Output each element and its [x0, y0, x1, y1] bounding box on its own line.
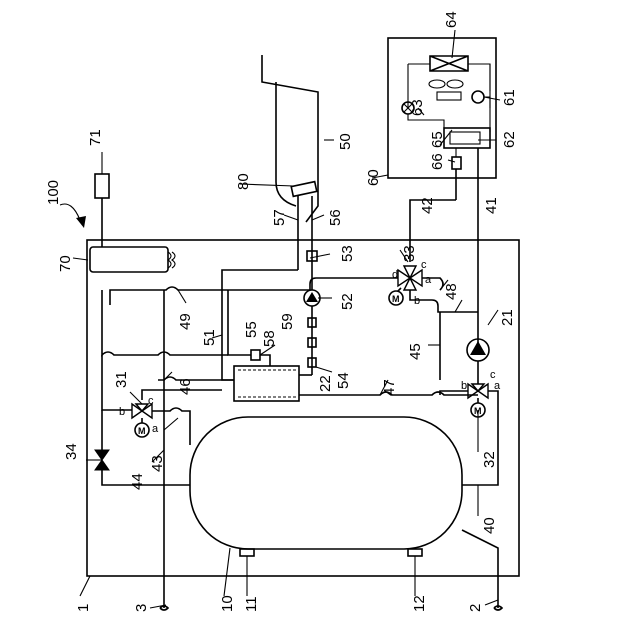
svg-text:21: 21 — [499, 309, 516, 326]
svg-text:51: 51 — [201, 329, 218, 346]
svg-text:45: 45 — [407, 343, 424, 360]
svg-text:80: 80 — [235, 173, 252, 190]
svg-text:c: c — [148, 395, 154, 407]
heat-exchanger-22 — [234, 366, 299, 401]
remote-71 — [95, 174, 109, 198]
svg-text:63: 63 — [409, 99, 426, 116]
svg-text:62: 62 — [501, 131, 518, 148]
svg-text:b: b — [414, 295, 420, 307]
svg-text:58: 58 — [261, 330, 278, 347]
svg-text:33: 33 — [401, 245, 418, 262]
svg-text:41: 41 — [483, 197, 500, 214]
svg-text:52: 52 — [339, 293, 356, 310]
svg-text:55: 55 — [243, 321, 260, 338]
svg-text:70: 70 — [57, 255, 74, 272]
svg-text:54: 54 — [335, 372, 352, 389]
svg-text:a: a — [494, 380, 501, 392]
sensor-66 — [452, 157, 461, 169]
svg-text:53: 53 — [339, 245, 356, 262]
svg-text:47: 47 — [381, 379, 398, 396]
svg-text:100: 100 — [45, 180, 62, 205]
svg-text:2: 2 — [467, 604, 484, 612]
svg-text:b: b — [119, 406, 125, 418]
svg-text:50: 50 — [337, 133, 354, 150]
tank-10 — [190, 417, 462, 549]
svg-text:59: 59 — [279, 313, 296, 330]
svg-text:49: 49 — [177, 313, 194, 330]
tank-foot-12 — [408, 549, 422, 556]
svg-text:32: 32 — [481, 451, 498, 468]
svg-text:46: 46 — [177, 378, 194, 395]
svg-text:3: 3 — [133, 604, 150, 612]
svg-text:48: 48 — [443, 283, 460, 300]
svg-text:66: 66 — [429, 153, 446, 170]
svg-text:c: c — [421, 259, 427, 271]
svg-text:64: 64 — [443, 11, 460, 28]
controller-70 — [90, 247, 168, 272]
svg-text:a: a — [425, 274, 432, 286]
svg-text:61: 61 — [501, 89, 518, 106]
svg-text:22: 22 — [317, 375, 334, 392]
svg-text:40: 40 — [481, 517, 498, 534]
svg-text:34: 34 — [63, 443, 80, 460]
tank-foot-11 — [240, 549, 254, 556]
svg-text:M: M — [392, 294, 400, 304]
svg-text:71: 71 — [87, 129, 104, 146]
svg-text:d: d — [392, 269, 398, 281]
svg-text:65: 65 — [429, 131, 446, 148]
svg-text:1: 1 — [75, 604, 92, 612]
svg-text:57: 57 — [271, 209, 288, 226]
svg-text:M: M — [138, 426, 146, 436]
svg-text:10: 10 — [219, 595, 236, 612]
svg-text:60: 60 — [365, 169, 382, 186]
adapter-80 — [291, 182, 317, 197]
svg-text:56: 56 — [327, 209, 344, 226]
bathtub-50 — [262, 55, 318, 222]
svg-text:12: 12 — [411, 595, 428, 612]
svg-text:43: 43 — [149, 455, 166, 472]
svg-text:a: a — [152, 423, 159, 435]
sensor-55 — [251, 350, 260, 360]
svg-text:44: 44 — [129, 473, 146, 490]
svg-text:b: b — [461, 380, 467, 392]
svg-text:42: 42 — [419, 197, 436, 214]
svg-text:31: 31 — [113, 371, 130, 388]
svg-text:11: 11 — [243, 596, 260, 612]
